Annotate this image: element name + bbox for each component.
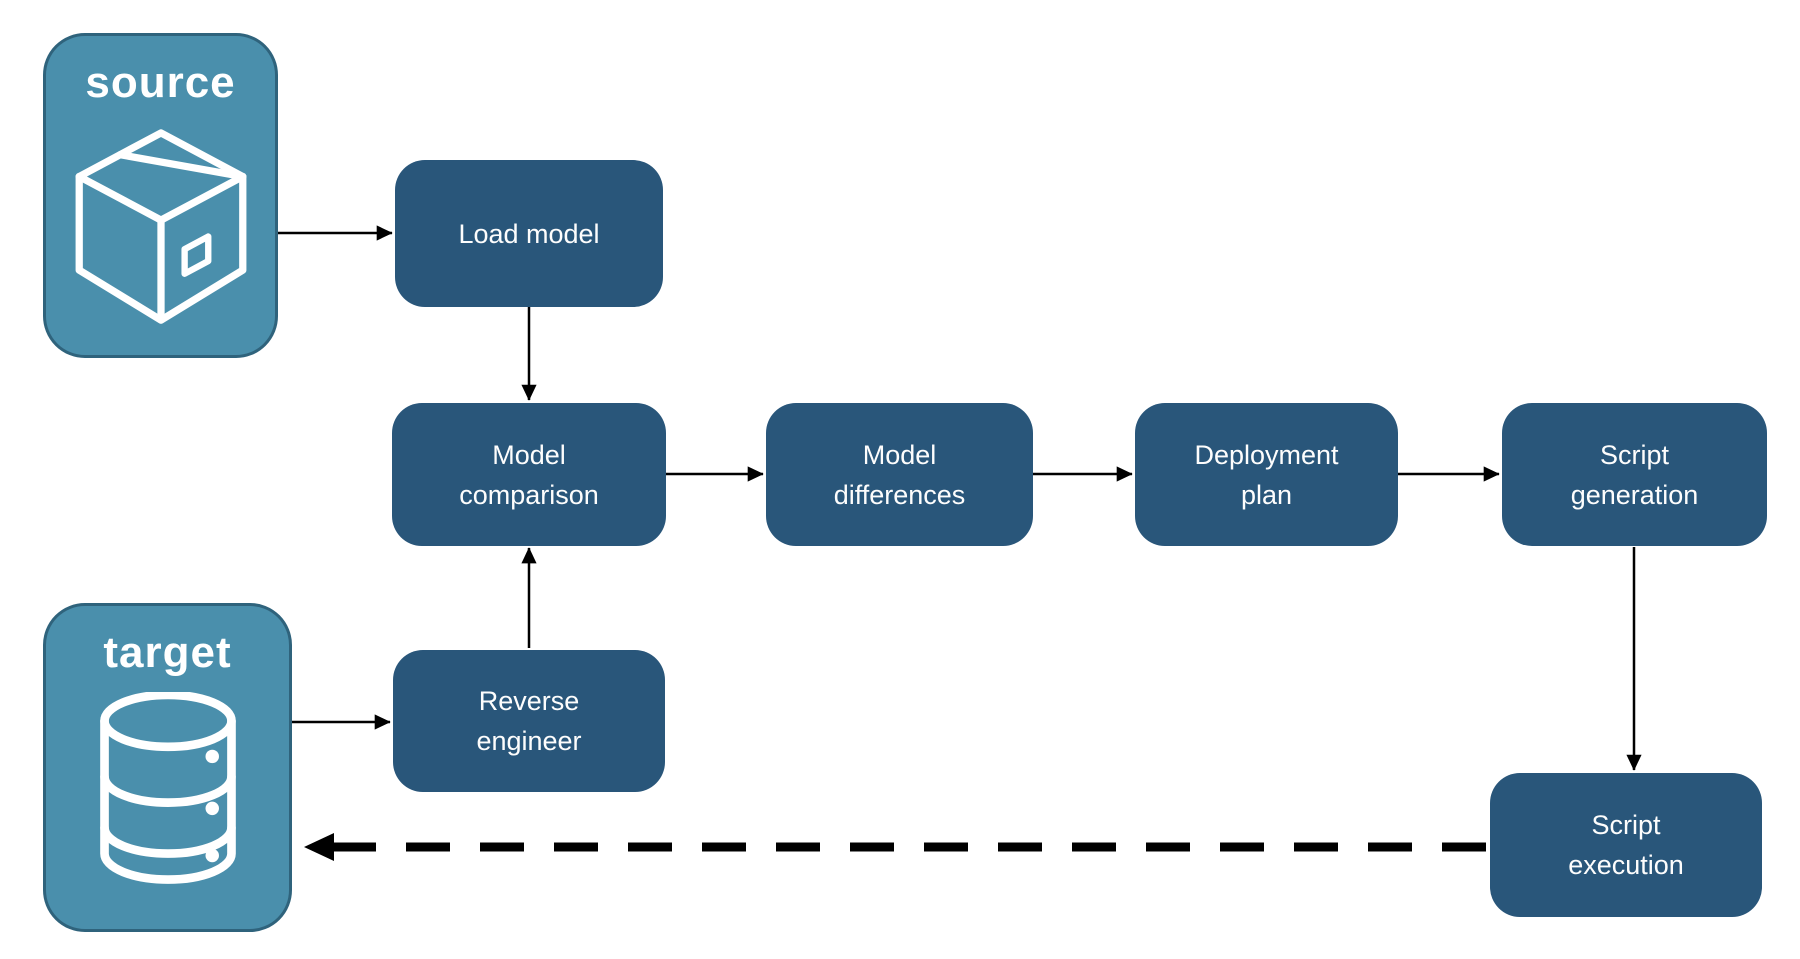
node-script-execution: Script execution	[1490, 773, 1762, 917]
node-script-generation: Script generation	[1502, 403, 1767, 546]
node-load-model: Load model	[395, 160, 663, 307]
node-model-comparison-label: Model comparison	[459, 439, 599, 510]
node-script-generation-label: Script generation	[1570, 439, 1699, 510]
node-load-model-label: Load model	[458, 218, 600, 249]
node-model-comparison: Model comparison	[392, 403, 666, 546]
node-deployment-plan-label: Deployment plan	[1194, 439, 1339, 510]
source-label: source	[85, 58, 236, 107]
node-deployment-plan: Deployment plan	[1135, 403, 1398, 546]
node-model-differences-label: Model differences	[833, 439, 966, 510]
database-icon	[93, 690, 243, 899]
node-model-differences: Model differences	[766, 403, 1033, 546]
node-reverse-engineer-label: Reverse engineer	[476, 686, 582, 756]
node-script-execution-label: Script execution	[1568, 810, 1684, 880]
source-entity: source	[43, 33, 278, 358]
node-reverse-engineer: Reverse engineer	[393, 650, 665, 792]
target-entity: target	[43, 603, 292, 932]
target-label: target	[103, 628, 232, 677]
package-icon	[70, 122, 252, 336]
